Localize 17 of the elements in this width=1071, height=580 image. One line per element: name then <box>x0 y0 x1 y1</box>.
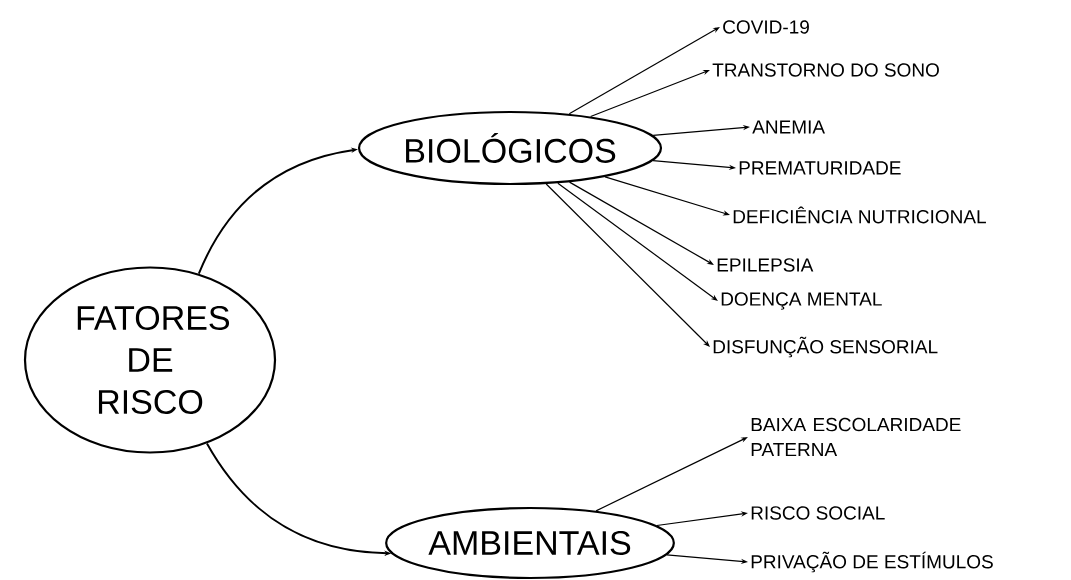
factor-label: ANEMIA <box>752 120 825 134</box>
arrow <box>568 27 720 115</box>
arrow <box>545 183 710 347</box>
arrow <box>595 437 748 512</box>
factor-label: EPILEPSIA <box>717 258 814 272</box>
arrow <box>590 70 710 118</box>
arrow <box>557 182 718 301</box>
arrow <box>568 181 714 265</box>
factor-label: BAIXA ESCOLARIDADE PATERNA <box>751 417 961 457</box>
factor-label: PREMATURIDADE <box>739 161 901 175</box>
factor-label: RISCO SOCIAL <box>751 506 885 520</box>
factor-label: PRIVAÇÃO DE ESTÍMULOS <box>751 551 993 573</box>
factor-label: DISFUNÇÃO SENSORIAL <box>713 336 938 358</box>
factor-label: TRANSTORNO DO SONO <box>712 63 939 77</box>
factor-label: DEFICIÊNCIA NUTRICIONAL <box>733 206 986 224</box>
factor-label: DOENÇA MENTAL <box>721 292 882 310</box>
factor-label: COVID-19 <box>723 20 809 34</box>
